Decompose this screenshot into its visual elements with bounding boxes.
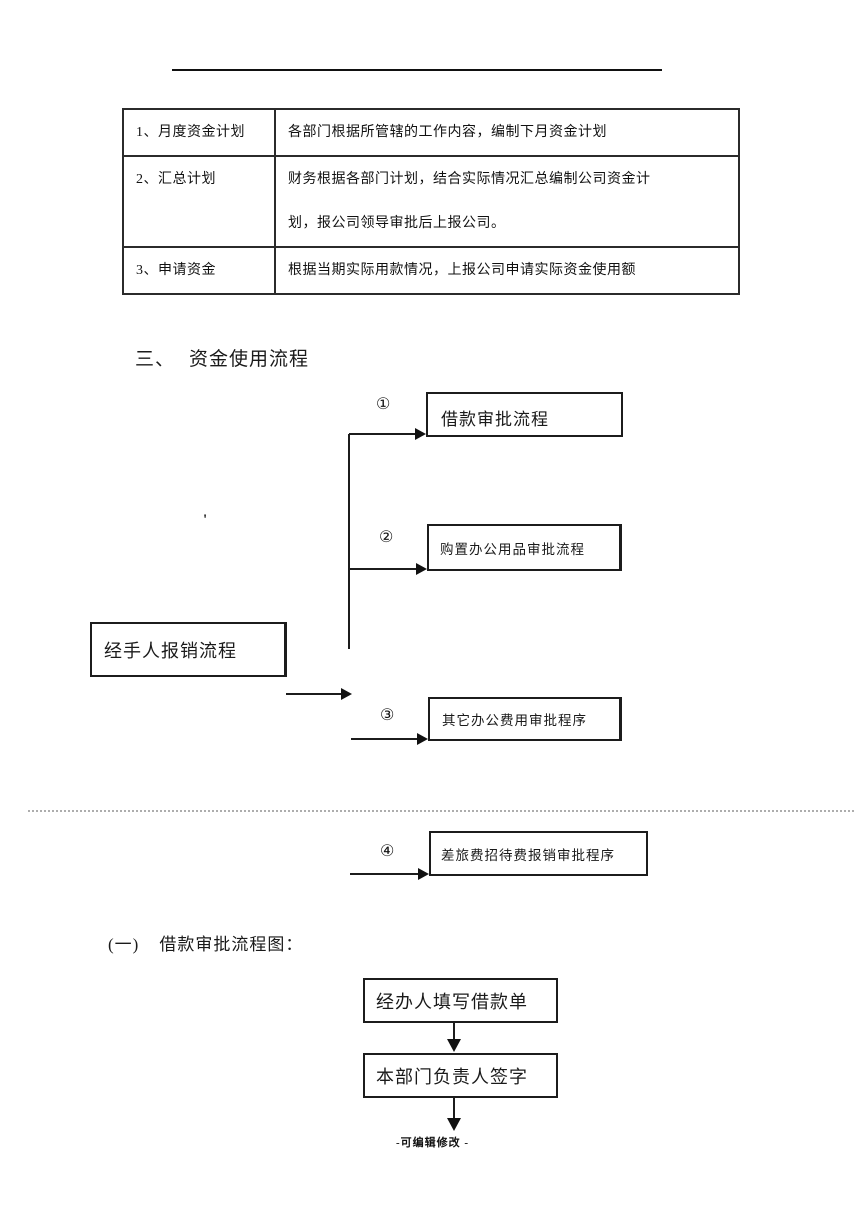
table-cell-label: 1、月度资金计划 [122, 108, 276, 157]
section-title: 资金使用流程 [189, 349, 310, 370]
table-cell-label: 3、申请资金 [122, 246, 276, 295]
table-row: 1、月度资金计划 各部门根据所管辖的工作内容，编制下月资金计划 [122, 108, 740, 157]
branch-number-2: ② [379, 529, 394, 546]
loan-step-dept-head-sign: 本部门负责人签字 [363, 1053, 558, 1098]
stray-apostrophe-mark: ' [203, 512, 208, 528]
arrow-to-office-supplies [349, 563, 427, 575]
content-line: 财务根据各部门计划，结合实际情况汇总编制公司资金计 [288, 172, 651, 187]
content-line: 划，报公司领导审批后上报公司。 [288, 216, 506, 231]
flow-box-loan-approval: 借款审批流程 [426, 392, 623, 437]
branch-number-3: ③ [380, 707, 395, 724]
table-row: 2、汇总计划 财务根据各部门计划，结合实际情况汇总编制公司资金计 划，报公司领导… [122, 155, 740, 248]
section-heading: 三、资金使用流程 [135, 344, 309, 371]
table-cell-content: 根据当期实际用款情况，上报公司申请实际资金使用额 [274, 246, 740, 295]
table-row: 3、申请资金 根据当期实际用款情况，上报公司申请实际资金使用额 [122, 246, 740, 295]
arrow-down-step2 [447, 1098, 461, 1131]
subsection-heading: (一) 借款审批流程图： [108, 930, 303, 955]
page-break-dotted-rule [28, 810, 854, 812]
subsection-number: (一) [108, 935, 140, 954]
arrow-to-travel-expense [350, 868, 429, 880]
subsection-title: 借款审批流程图： [159, 935, 304, 954]
funding-plan-table: 1、月度资金计划 各部门根据所管辖的工作内容，编制下月资金计划 2、汇总计划 财… [122, 108, 740, 295]
arrow-to-loan-approval [349, 428, 426, 440]
flow-box-office-supplies-approval: 购置办公用品审批流程 [427, 524, 622, 571]
branch-number-1: ① [376, 396, 391, 413]
branch-number-4: ④ [380, 843, 395, 860]
section-number: 三、 [135, 349, 176, 370]
branch-trunk-line [348, 434, 350, 649]
table-cell-content: 各部门根据所管辖的工作内容，编制下月资金计划 [274, 108, 740, 157]
arrow-from-source-box [286, 688, 352, 700]
flow-box-handler-reimbursement: 经手人报销流程 [90, 622, 287, 677]
table-cell-label: 2、汇总计划 [122, 155, 276, 248]
table-cell-content: 财务根据各部门计划，结合实际情况汇总编制公司资金计 划，报公司领导审批后上报公司… [274, 155, 740, 248]
editable-note-footer: -可编辑修改 - [396, 1137, 470, 1149]
loan-step-fill-form: 经办人填写借款单 [363, 978, 558, 1023]
header-underline-rule [172, 69, 662, 71]
arrow-to-other-expense [351, 733, 428, 745]
flow-box-other-office-expense-approval: 其它办公费用审批程序 [428, 697, 622, 741]
arrow-down-step1 [447, 1023, 461, 1052]
flow-box-travel-entertainment-approval: 差旅费招待费报销审批程序 [429, 831, 648, 876]
